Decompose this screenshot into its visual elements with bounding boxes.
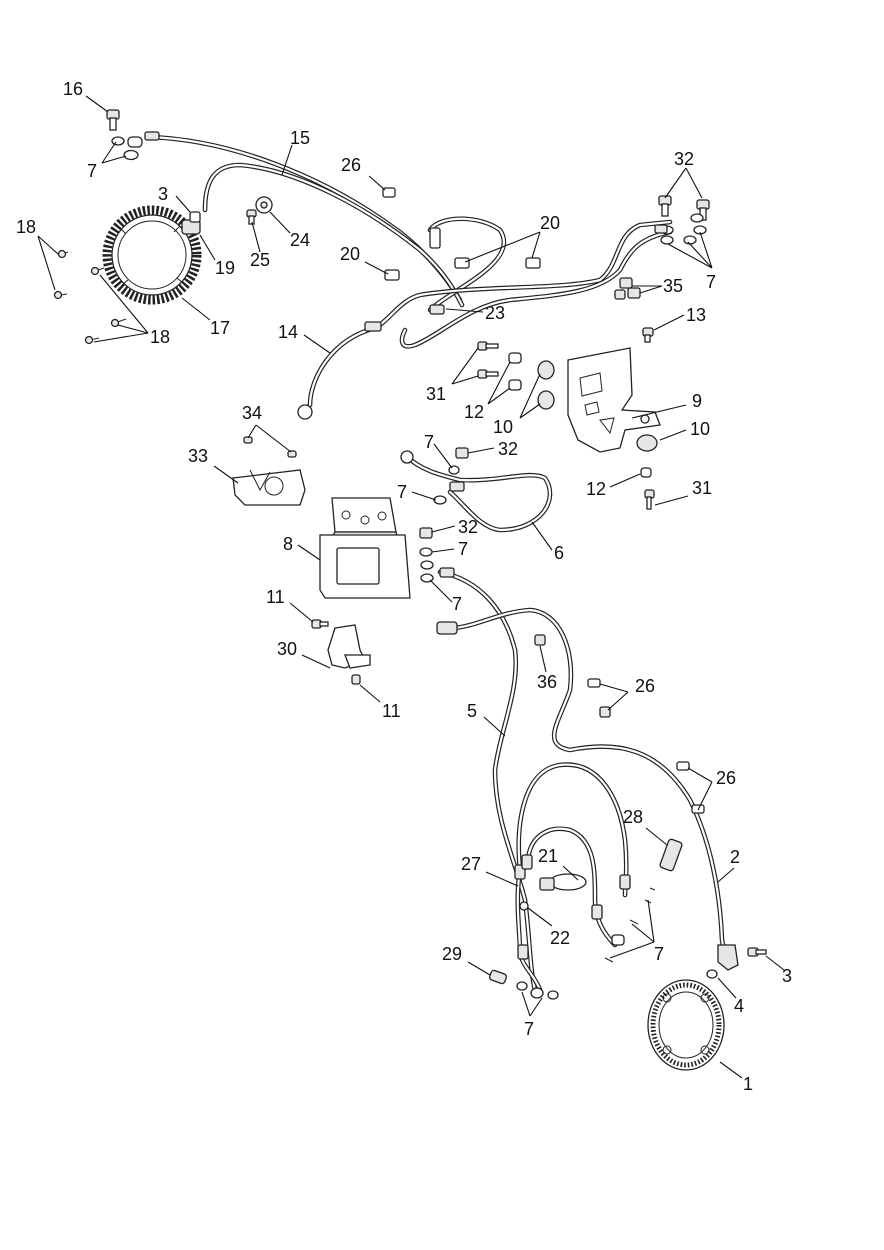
callout-2: 2 xyxy=(730,847,740,867)
callout-5: 5 xyxy=(467,701,477,721)
callout-16: 16 xyxy=(63,79,83,99)
bleed-valve-28 xyxy=(659,838,683,872)
bracket-9 xyxy=(567,347,661,453)
washers-7-right xyxy=(654,213,707,245)
hose-nut-15 xyxy=(144,131,160,141)
bolts-18 xyxy=(53,249,127,345)
bolts-11 xyxy=(311,619,361,685)
callout-20: 20 xyxy=(340,244,360,264)
callout-20: 20 xyxy=(540,213,560,233)
clips-26 xyxy=(587,678,705,814)
callout-7: 7 xyxy=(397,482,407,502)
callout-7: 7 xyxy=(424,432,434,452)
callout-15: 15 xyxy=(290,128,310,148)
screw-25 xyxy=(246,209,257,225)
bolts-31 xyxy=(477,341,655,510)
callout-30: 30 xyxy=(277,639,297,659)
callout-10: 10 xyxy=(493,417,513,437)
washer-7-b xyxy=(123,149,139,161)
banjo-fitting-15 xyxy=(127,136,143,148)
callout-7: 7 xyxy=(524,1019,534,1039)
bracket-30 xyxy=(327,624,371,669)
hose-group xyxy=(147,134,728,993)
callout-18: 18 xyxy=(150,327,170,347)
callout-13: 13 xyxy=(686,305,706,325)
washer-7-a xyxy=(111,136,125,146)
callout-26: 26 xyxy=(635,676,655,696)
callout-11: 11 xyxy=(382,701,401,721)
clamp-21 xyxy=(539,873,587,891)
leader-lines xyxy=(37,95,785,1079)
parts xyxy=(53,109,767,1071)
callout-10: 10 xyxy=(690,419,710,439)
callout-3: 3 xyxy=(158,184,168,204)
clips-20 xyxy=(384,227,541,281)
callout-7: 7 xyxy=(458,539,468,559)
cover-33 xyxy=(232,469,306,506)
callout-7: 7 xyxy=(706,272,716,292)
abs-sensor-3-front xyxy=(181,211,201,235)
reluctor-ring-17 xyxy=(102,205,202,305)
callout-27: 27 xyxy=(461,854,481,874)
fitting-23 xyxy=(429,304,445,315)
callout-32: 32 xyxy=(674,149,694,169)
banjo-14 xyxy=(297,321,382,420)
callout-14: 14 xyxy=(278,322,298,342)
fittings-27 xyxy=(514,854,631,946)
callout-34: 34 xyxy=(242,403,262,423)
fittings-8 xyxy=(419,527,455,583)
screws-34 xyxy=(243,436,297,458)
abs-sensor-2-rear xyxy=(706,944,767,979)
callout-26: 26 xyxy=(341,155,361,175)
callout-3: 3 xyxy=(782,966,792,986)
unions-35 xyxy=(614,277,641,300)
callout-35: 35 xyxy=(663,276,683,296)
reluctor-ring-1 xyxy=(647,979,725,1071)
callout-4: 4 xyxy=(734,996,744,1016)
callout-22: 22 xyxy=(550,928,570,948)
clip-24 xyxy=(255,196,273,214)
callout-11: 11 xyxy=(266,587,285,607)
callout-32: 32 xyxy=(458,517,478,537)
callout-labels: 16 7 15 26 32 3 18 24 25 19 20 20 7 35 1… xyxy=(16,79,792,1094)
washers-7-lower xyxy=(516,887,656,1000)
callout-9: 9 xyxy=(692,391,702,411)
callout-17: 17 xyxy=(210,318,230,338)
sensor-29 xyxy=(488,969,508,985)
bolt-13 xyxy=(642,327,654,343)
callout-36: 36 xyxy=(537,672,557,692)
spacers-12 xyxy=(508,352,652,478)
callout-1: 1 xyxy=(743,1074,753,1094)
callout-23: 23 xyxy=(485,303,505,323)
callout-7: 7 xyxy=(87,161,97,181)
callout-31: 31 xyxy=(692,478,712,498)
hose-15-b xyxy=(202,162,465,308)
callout-33: 33 xyxy=(188,446,208,466)
callout-32: 32 xyxy=(498,439,518,459)
fitting-36 xyxy=(436,621,546,646)
callout-18: 18 xyxy=(16,217,36,237)
callout-21: 21 xyxy=(538,846,558,866)
clip-26-top xyxy=(382,187,396,198)
grommets-10 xyxy=(537,360,658,452)
callout-7: 7 xyxy=(452,594,462,614)
callout-12: 12 xyxy=(586,479,606,499)
callout-25: 25 xyxy=(250,250,270,270)
callout-28: 28 xyxy=(623,807,643,827)
callout-19: 19 xyxy=(215,258,235,278)
bolts-32-top xyxy=(658,195,710,221)
callout-12: 12 xyxy=(464,402,484,422)
callout-7: 7 xyxy=(654,944,664,964)
callout-31: 31 xyxy=(426,384,446,404)
callout-26: 26 xyxy=(716,768,736,788)
abs-modulator-8 xyxy=(319,497,411,599)
bolt-16 xyxy=(106,109,120,131)
callout-8: 8 xyxy=(283,534,293,554)
callout-6: 6 xyxy=(554,543,564,563)
callout-24: 24 xyxy=(290,230,310,250)
callout-29: 29 xyxy=(442,944,462,964)
fittings-6 xyxy=(400,447,469,505)
